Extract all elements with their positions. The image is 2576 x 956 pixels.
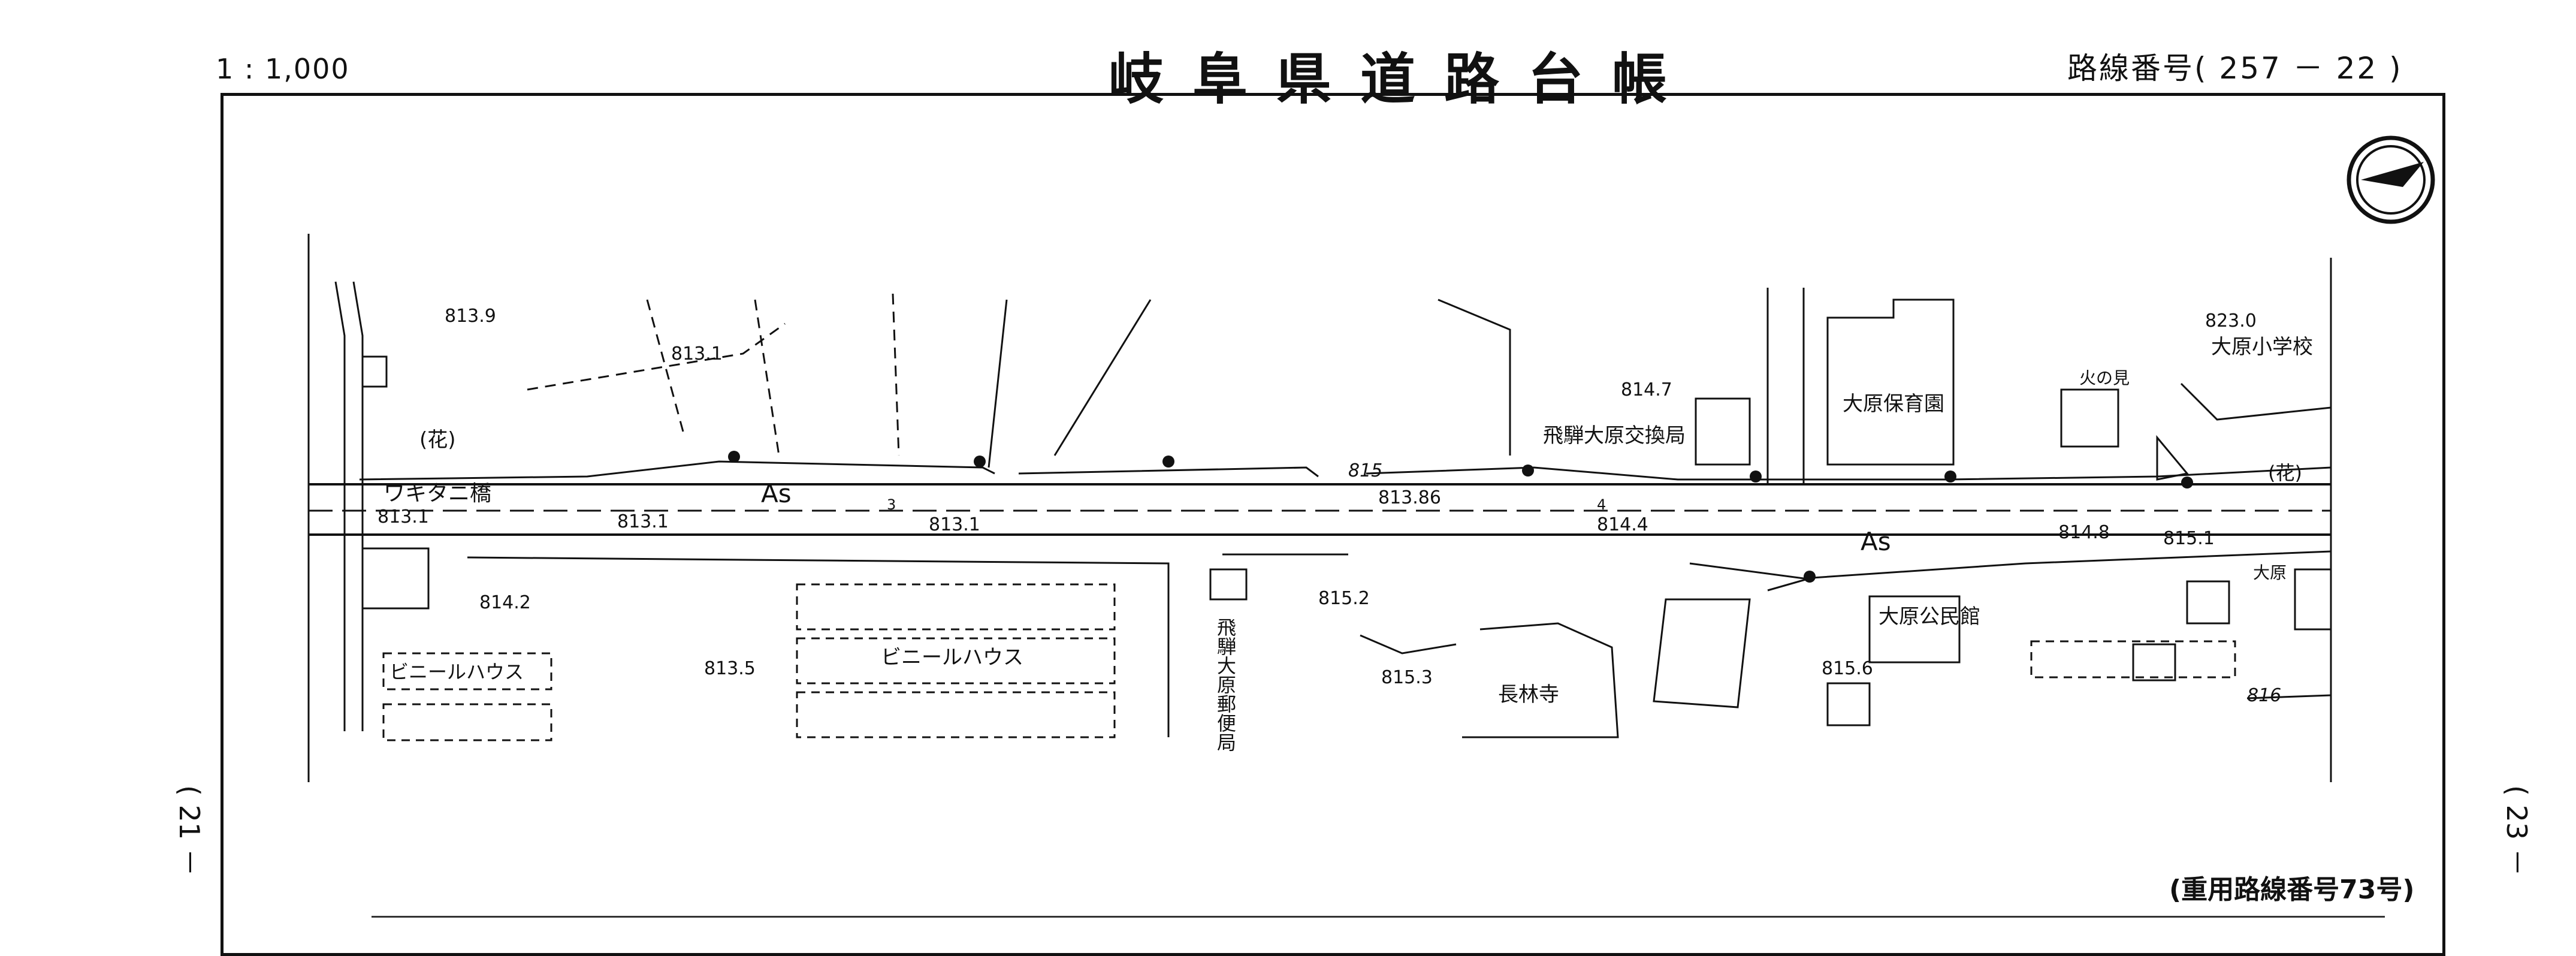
- elev-6: 813.1: [617, 511, 669, 532]
- map-scale: 1 : 1,000: [216, 53, 350, 85]
- bottom-rule: [372, 916, 2385, 918]
- label-greenhouse-2: ビニールハウス: [881, 646, 1023, 669]
- elev-10: 814.8: [2058, 522, 2110, 543]
- label-oohara: 大原: [2253, 563, 2287, 583]
- elev-2: 813.1: [671, 343, 723, 364]
- river-west: [334, 281, 346, 731]
- elev-5: 813.1: [378, 506, 429, 527]
- property-line-c: [754, 299, 780, 456]
- left-page-marker-text: ( 21 －: [173, 785, 206, 876]
- label-telephone-office: 飛騨大原交換局: [1543, 424, 1686, 448]
- post-office-building: [1209, 568, 1248, 601]
- elev-12: 814.2: [479, 592, 531, 613]
- label-flower-2: (花): [2268, 462, 2302, 484]
- elev-4: 823.0: [2205, 310, 2257, 331]
- route-number: 路線番号( 257 － 22 ): [2067, 51, 2403, 86]
- building-edge-zigzag: [1438, 298, 1511, 456]
- elev-1: 813.9: [445, 306, 496, 327]
- left-page-marker: ( 21 －: [171, 785, 207, 885]
- pavement-label-1: As: [761, 479, 792, 508]
- small-building-5: [2294, 568, 2332, 631]
- right-page-marker: ( 23 －: [2499, 785, 2535, 885]
- utility-poles: [728, 451, 2193, 583]
- greenhouse-row-2: [796, 637, 1116, 684]
- north-ditch-3: [1366, 466, 1798, 481]
- elev-3: 814.7: [1621, 379, 1672, 400]
- label-post-office: 飛騨大原郵便局: [1214, 617, 1237, 752]
- temple-building: [1462, 622, 1619, 738]
- label-greenhouse-1: ビニールハウス: [389, 661, 524, 683]
- north-ditch-2: [1018, 466, 1319, 478]
- contour-816: [2246, 694, 2332, 699]
- label-fire-lookout: 火の見: [2079, 368, 2130, 388]
- elev-7: 813.1: [929, 514, 980, 535]
- side-road-2: [1053, 299, 1152, 456]
- property-line-d: [892, 293, 900, 456]
- contour-label-2: 816: [2247, 685, 2281, 706]
- greenhouse-row-3: [796, 691, 1116, 738]
- south-ditch-3: [1689, 550, 2332, 580]
- north-arrow-icon: [2347, 135, 2435, 224]
- bridge-label: ワキタニ橋: [383, 481, 491, 506]
- label-temple: 長林寺: [1498, 683, 1559, 707]
- small-building-1: [361, 355, 388, 388]
- page-title: 岐阜県道路台帳: [1109, 47, 1696, 111]
- small-building-2: [1826, 682, 1871, 726]
- property-line-b: [646, 299, 684, 432]
- house-west: [361, 547, 430, 610]
- route-note: (重用路線番号73号): [2169, 874, 2415, 905]
- greenhouse-row-1: [796, 583, 1116, 631]
- telephone-office-building: [1695, 397, 1751, 466]
- pavement-label-2: As: [1861, 527, 1891, 556]
- side-road-1: [987, 299, 1008, 468]
- contour-label-1: 815: [1348, 460, 1382, 481]
- elev-11: 815.1: [2163, 528, 2215, 549]
- station-3: 3: [887, 496, 896, 513]
- nursery-building: [1826, 298, 1955, 466]
- garden-plot: [2030, 640, 2236, 678]
- elev-14: 815.2: [1318, 588, 1370, 609]
- elev-13: 813.5: [704, 658, 756, 679]
- river-east: [352, 281, 364, 731]
- small-building-4: [2132, 643, 2176, 681]
- elev-8: 813.86: [1378, 487, 1441, 508]
- contour-815-east: [1767, 577, 1810, 592]
- small-building-3: [2186, 580, 2230, 625]
- elev-9: 814.4: [1597, 514, 1648, 535]
- fire-lookout-building: [2060, 388, 2119, 448]
- station-4: 4: [1597, 496, 1606, 513]
- label-school: 大原小学校: [2211, 335, 2313, 359]
- greenhouse-west-2: [382, 703, 552, 741]
- label-hall: 大原公民館: [1879, 605, 1980, 629]
- label-flower-1: (花): [419, 428, 456, 452]
- north-ditch-4: [1798, 466, 2332, 481]
- elev-15: 815.3: [1381, 667, 1433, 688]
- property-line-a: [527, 322, 786, 391]
- elev-16: 815.6: [1822, 658, 1873, 679]
- north-ditch-1: [359, 460, 995, 481]
- temple-annex: [1653, 598, 1751, 708]
- school-road: [2180, 382, 2332, 421]
- greenhouse-west: [382, 652, 552, 690]
- right-page-marker-text: ( 23 －: [2500, 785, 2533, 876]
- contour-815: [1360, 634, 1457, 655]
- label-nursery: 大原保育園: [1843, 392, 1944, 416]
- south-ditch-1: [467, 556, 1170, 737]
- school-gate: [2156, 435, 2189, 481]
- community-hall-building: [1868, 595, 1961, 664]
